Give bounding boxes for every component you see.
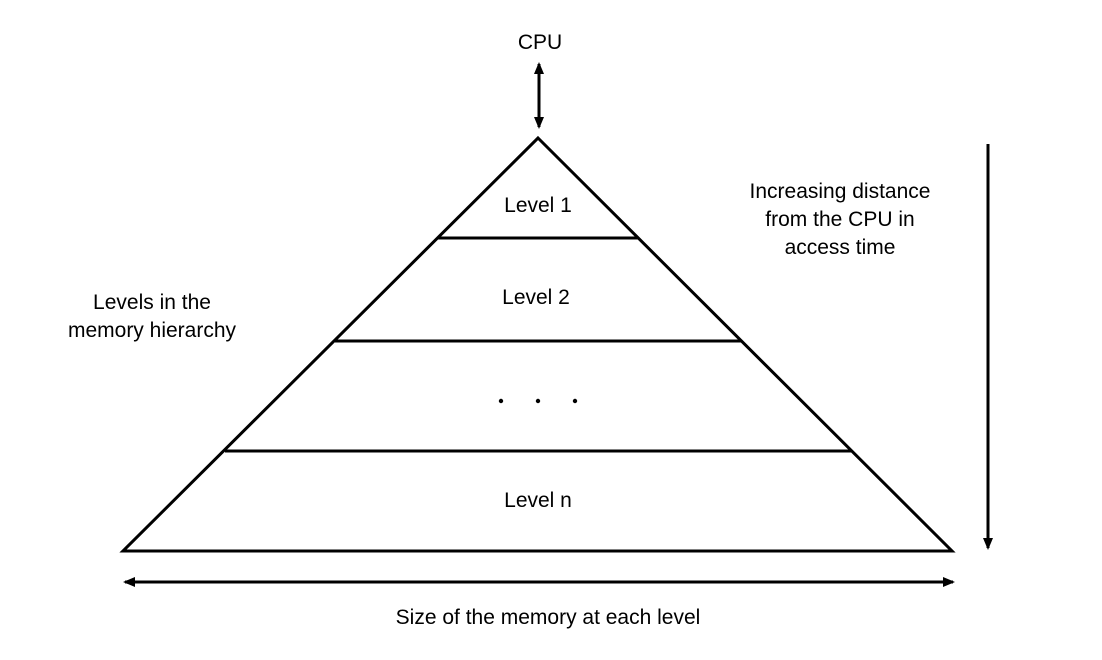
levels-in-hierarchy-label: Levels in the memory hierarchy: [32, 289, 272, 345]
distance-label: Increasing distance from the CPU in acce…: [710, 178, 970, 262]
level-1-label: Level 1: [504, 194, 572, 217]
cpu-label: CPU: [517, 31, 563, 54]
levels-label-line-2: memory hierarchy: [67, 319, 237, 342]
distance-label-line-3: access time: [784, 236, 896, 259]
distance-label-line-2: from the CPU in: [765, 208, 915, 231]
ellipsis-dot: [572, 398, 578, 404]
ellipsis-dot: [498, 398, 504, 404]
pyramid-outline: [119, 135, 956, 553]
distance-label-line-1: Increasing distance: [749, 180, 931, 203]
ellipsis-dot: [535, 398, 541, 404]
level-2-label: Level 2: [502, 286, 570, 309]
size-label: Size of the memory at each level: [395, 606, 701, 629]
level-n-label: Level n: [504, 489, 572, 512]
levels-label-line-1: Levels in the: [93, 291, 211, 314]
